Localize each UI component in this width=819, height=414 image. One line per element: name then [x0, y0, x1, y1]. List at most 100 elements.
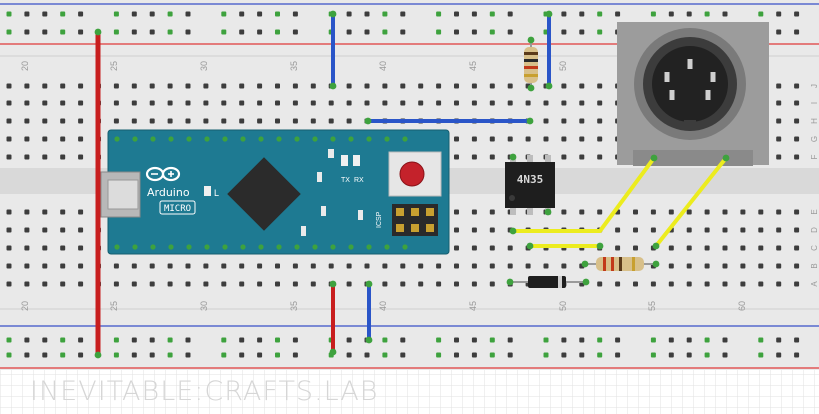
- breadboard-hole: [471, 227, 477, 233]
- breadboard-hole: [60, 154, 66, 160]
- breadboard-hole: [436, 100, 442, 106]
- column-label-top: 35: [289, 61, 299, 71]
- breadboard-hole: [400, 83, 406, 89]
- breadboard-hole: [704, 245, 710, 251]
- breadboard-hole: [543, 352, 549, 358]
- breadboard-hole: [400, 11, 406, 17]
- pin-end: [596, 242, 604, 250]
- breadboard-hole: [346, 29, 352, 35]
- breadboard-hole: [650, 11, 656, 17]
- breadboard-hole: [454, 29, 459, 35]
- breadboard-hole: [686, 209, 692, 215]
- breadboard-hole: [24, 118, 30, 124]
- column-label-bottom: 35: [289, 301, 299, 311]
- pin-end: [544, 208, 552, 216]
- breadboard-hole: [776, 29, 782, 35]
- breadboard-hole: [78, 154, 84, 160]
- arduino-pin: [240, 244, 246, 250]
- breadboard-hole: [6, 352, 12, 358]
- breadboard-hole: [704, 352, 710, 358]
- column-label-bottom: 50: [558, 301, 568, 311]
- breadboard-hole: [794, 263, 800, 269]
- breadboard-hole: [776, 100, 782, 106]
- breadboard-hole: [418, 263, 424, 269]
- breadboard-hole: [185, 281, 191, 287]
- breadboard-hole: [203, 118, 209, 124]
- breadboard-hole: [113, 83, 119, 89]
- pin-end: [650, 154, 658, 162]
- breadboard-hole: [239, 352, 245, 358]
- column-label-bottom: 55: [647, 301, 657, 311]
- breadboard-hole: [758, 245, 764, 251]
- breadboard-hole: [131, 100, 137, 106]
- breadboard-hole: [60, 227, 66, 233]
- breadboard-hole: [185, 100, 191, 106]
- breadboard-hole: [6, 118, 12, 124]
- pin-end: [652, 242, 660, 250]
- breadboard-hole: [489, 337, 495, 343]
- row-label: G: [810, 136, 819, 142]
- breadboard-hole: [275, 352, 280, 358]
- breadboard-hole: [650, 281, 656, 287]
- arduino-pin: [384, 136, 390, 142]
- row-label: A: [810, 281, 819, 287]
- breadboard-hole: [78, 337, 84, 343]
- pin-end: [509, 227, 517, 235]
- optocoupler-leg: [510, 207, 516, 215]
- breadboard-hole: [776, 281, 782, 287]
- breadboard-hole: [561, 118, 567, 124]
- breadboard-hole: [6, 154, 12, 160]
- breadboard-hole: [561, 352, 567, 358]
- breadboard-hole: [668, 209, 674, 215]
- pin-end: [545, 10, 553, 18]
- breadboard-hole: [489, 100, 495, 106]
- breadboard-hole: [454, 136, 459, 142]
- column-label-top: 25: [109, 61, 119, 71]
- breadboard-hole: [310, 263, 316, 269]
- breadboard-hole: [615, 281, 621, 287]
- breadboard-hole: [561, 209, 567, 215]
- breadboard-hole: [131, 29, 137, 35]
- breadboard-hole: [758, 352, 764, 358]
- breadboard-hole: [346, 83, 352, 89]
- breadboard-hole: [418, 100, 424, 106]
- icsp-pins: [396, 208, 434, 232]
- pin-end: [527, 36, 535, 44]
- breadboard-hole: [507, 352, 513, 358]
- breadboard-hole: [794, 352, 800, 358]
- column-label-bottom: 30: [199, 301, 209, 311]
- breadboard-hole: [113, 29, 119, 35]
- breadboard-hole: [131, 337, 137, 343]
- breadboard-hole: [42, 154, 48, 160]
- breadboard-hole: [489, 281, 495, 287]
- arduino-pin: [276, 244, 282, 250]
- breadboard-hole: [722, 263, 728, 269]
- breadboard-hole: [60, 281, 66, 287]
- breadboard-hole: [239, 100, 245, 106]
- icsp-pin: [426, 224, 434, 232]
- arduino-pin: [348, 136, 354, 142]
- breadboard-hole: [275, 11, 280, 17]
- breadboard-hole: [292, 263, 298, 269]
- breadboard-hole: [24, 352, 30, 358]
- breadboard-hole: [6, 136, 12, 142]
- arduino-logo-icon: [145, 166, 181, 182]
- breadboard-hole: [776, 209, 782, 215]
- breadboard-hole: [167, 11, 173, 17]
- breadboard-hole: [722, 227, 728, 233]
- breadboard-hole: [758, 227, 764, 233]
- breadboard-hole: [24, 29, 30, 35]
- breadboard-hole: [6, 263, 12, 269]
- breadboard-hole: [794, 245, 800, 251]
- breadboard-hole: [382, 281, 388, 287]
- breadboard-hole: [579, 118, 585, 124]
- breadboard-hole: [686, 352, 692, 358]
- breadboard-hole: [489, 352, 495, 358]
- breadboard-hole: [113, 11, 119, 17]
- arduino-pin: [186, 244, 192, 250]
- arduino-pin: [168, 244, 174, 250]
- breadboard-hole: [579, 337, 585, 343]
- breadboard-hole: [24, 154, 30, 160]
- breadboard-hole: [24, 227, 30, 233]
- breadboard-hole: [436, 83, 442, 89]
